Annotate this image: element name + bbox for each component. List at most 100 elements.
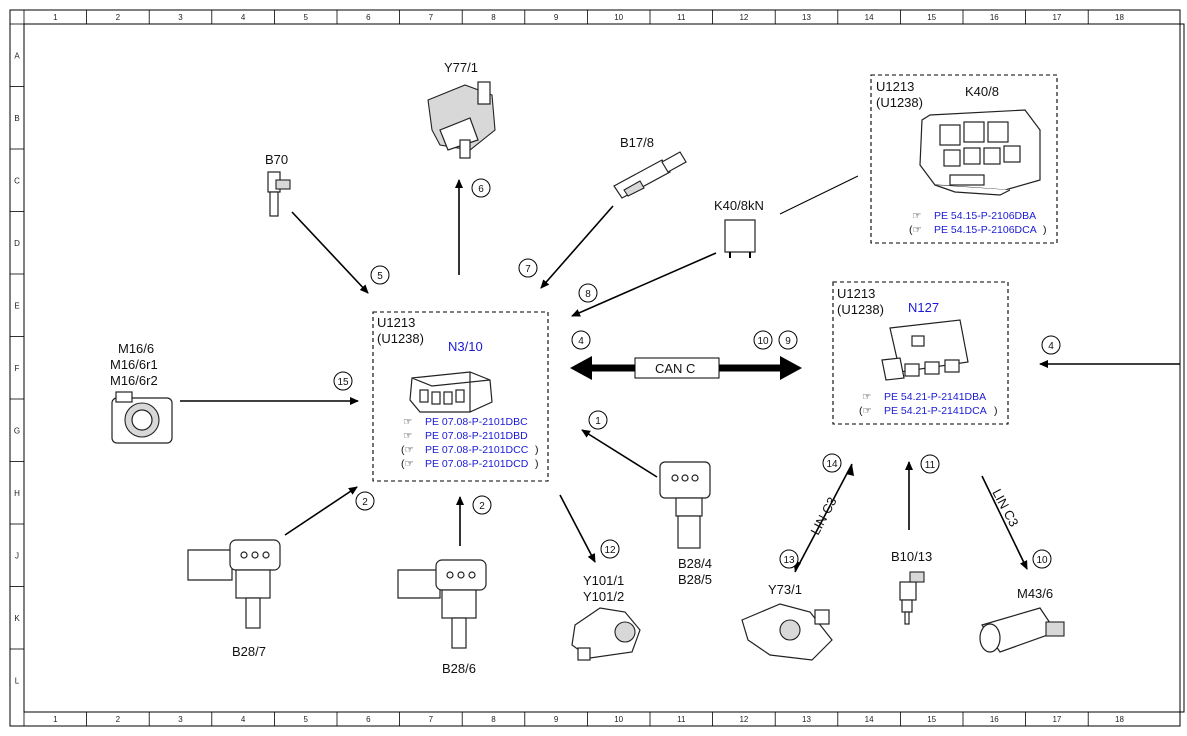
component-b70[interactable]: B70 [265, 152, 291, 217]
grid-column-label: 5 [303, 13, 308, 22]
component-b28-4-label: B28/4 [678, 556, 712, 571]
svg-text:6: 6 [478, 184, 484, 195]
grid-row-label: F [15, 364, 20, 373]
module-n127[interactable]: U1213 (U1238) N127 ☞ PE 54.21-P-2141DBA … [832, 281, 1009, 425]
svg-text:5: 5 [377, 271, 383, 282]
component-b28-6-label: B28/6 [442, 661, 476, 676]
grid-column-label: 3 [178, 715, 183, 724]
svg-text:9: 9 [785, 336, 791, 347]
svg-text:☞: ☞ [912, 210, 921, 222]
component-m16-6r1-label: M16/6r1 [110, 357, 158, 372]
svg-text:10: 10 [1036, 555, 1048, 566]
grid-column-label: 3 [178, 13, 183, 22]
can-c-label: CAN C [655, 361, 695, 376]
module-n127-location: U1213 [837, 286, 875, 301]
svg-text:10: 10 [757, 336, 769, 347]
component-b28-4[interactable]: B28/4 B28/5 [659, 461, 712, 587]
lin-c3-label-left: LIN C3 [807, 495, 839, 538]
ref-glyph: ☞ [403, 416, 412, 428]
grid-column-label: 7 [429, 715, 434, 724]
module-n127-code: N127 [908, 300, 939, 315]
callout-2: 2 [355, 491, 375, 511]
can-c-bus[interactable]: CAN C [570, 356, 802, 380]
grid-column-label: 2 [116, 13, 121, 22]
component-b28-6[interactable]: B28/6 [397, 559, 487, 676]
component-y73-1-label: Y73/1 [768, 582, 802, 597]
ref-link[interactable]: PE 07.08-P-2101DCD [425, 458, 529, 470]
grid-row-label: J [15, 551, 19, 560]
svg-text:☞: ☞ [862, 391, 871, 403]
grid-row-label: H [14, 489, 20, 498]
svg-text:(☞: (☞ [859, 405, 872, 417]
ref-link[interactable]: PE 07.08-P-2101DBC [425, 416, 528, 428]
component-y77-1-label: Y77/1 [444, 60, 478, 75]
ecu-n127-image [881, 319, 969, 381]
grid-column-label: 1 [53, 13, 58, 22]
svg-text:15: 15 [337, 377, 349, 388]
grid-column-label: 10 [614, 715, 623, 724]
callout-15: 15 [333, 371, 353, 391]
ref-link[interactable]: PE 54.21-P-2141DBA [884, 391, 986, 403]
svg-text:): ) [1043, 224, 1047, 236]
grid-column-label: 8 [491, 715, 496, 724]
component-y101-1[interactable]: Y101/1 Y101/2 [571, 573, 641, 661]
callout-2: 2 [472, 495, 492, 515]
module-n3-10-location: U1213 [377, 315, 415, 330]
grid-column-label: 7 [429, 13, 434, 22]
svg-text:): ) [535, 458, 539, 470]
component-m16-6[interactable]: M16/6 M16/6r1 M16/6r2 [110, 341, 173, 444]
grid-column-label: 16 [990, 13, 999, 22]
component-y77-1[interactable]: Y77/1 [427, 60, 496, 159]
callout-6: 6 [471, 178, 491, 198]
grid-column-label: 6 [366, 715, 371, 724]
callout-numbers: 1 2 2 4 4 5 6 7 8 10 9 15 12 14 13 11 10 [333, 178, 1061, 569]
svg-text:11: 11 [925, 460, 936, 471]
callout-1: 1 [588, 410, 608, 430]
component-b28-7[interactable]: B28/7 [187, 539, 281, 659]
ref-link[interactable]: PE 54.21-P-2141DCA [884, 405, 987, 417]
callout-9: 9 [778, 330, 798, 350]
grid-column-label: 11 [677, 715, 686, 724]
grid-column-label: 14 [865, 13, 874, 22]
component-b10-13-label: B10/13 [891, 549, 932, 564]
ref-link[interactable]: PE 54.15-P-2106DBA [934, 210, 1036, 222]
component-y101-1-label: Y101/1 [583, 573, 624, 588]
svg-text:14: 14 [826, 459, 838, 470]
svg-text:4: 4 [1048, 341, 1054, 352]
grid-column-label: 8 [491, 13, 496, 22]
grid-column-label: 18 [1115, 13, 1124, 22]
grid-column-label: 15 [927, 715, 936, 724]
svg-text:2: 2 [362, 497, 368, 508]
grid-column-label: 18 [1115, 715, 1124, 724]
grid-column-label: 17 [1052, 13, 1061, 22]
ref-link[interactable]: PE 07.08-P-2101DCC [425, 444, 529, 456]
ref-link[interactable]: PE 07.08-P-2101DBD [425, 430, 528, 442]
grid-column-label: 2 [116, 715, 121, 724]
component-b70-label: B70 [265, 152, 288, 167]
component-b17-8[interactable]: B17/8 [613, 135, 687, 199]
component-b10-13[interactable]: B10/13 [891, 549, 932, 625]
component-m43-6-label: M43/6 [1017, 586, 1053, 601]
component-m43-6[interactable]: M43/6 [979, 586, 1065, 653]
component-y73-1[interactable]: Y73/1 [741, 582, 833, 661]
callout-4: 4 [1041, 335, 1061, 355]
module-n3-10[interactable]: U1213 (U1238) N3/10 ☞ PE 07.08-P-2101DBC… [372, 311, 549, 482]
grid-column-label: 4 [241, 13, 246, 22]
module-k40-8[interactable]: U1213 (U1238) K40/8 ☞ PE 54.15-P-2106DBA… [870, 74, 1058, 244]
callout-4: 4 [571, 330, 591, 350]
grid-column-label: 12 [739, 715, 748, 724]
ecu-n3-10-image [409, 371, 493, 413]
module-k40-8-location-alt: (U1238) [876, 95, 923, 110]
component-k40-8kn[interactable]: K40/8kN [714, 175, 859, 258]
ref-glyph: ☞ [403, 430, 412, 442]
grid-column-label: 1 [53, 715, 58, 724]
grid-column-label: 6 [366, 13, 371, 22]
grid-row-label: G [14, 426, 20, 435]
ref-link[interactable]: PE 54.15-P-2106DCA [934, 224, 1037, 236]
callout-10: 10 [1032, 549, 1052, 569]
svg-text:): ) [994, 405, 998, 417]
